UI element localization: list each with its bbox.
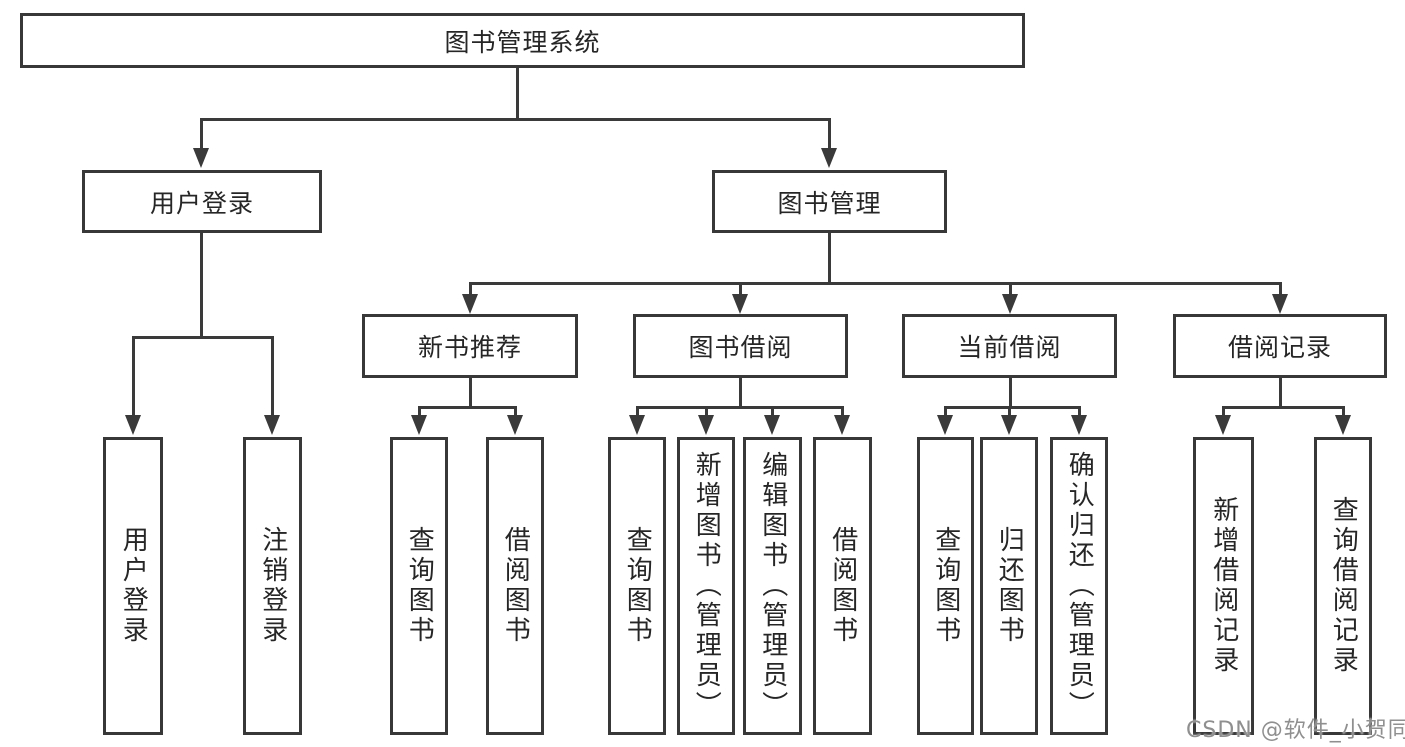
connector-shaft [1078,406,1081,419]
arrow-down-icon [834,415,850,435]
arrow-down-icon [1002,294,1018,314]
connector-drop [1279,378,1282,406]
leaf-query-borrow-record: 查询借阅记录 [1314,437,1372,735]
arrow-down-icon [629,415,645,435]
leaf-borrow-books: 借阅图书 [813,437,872,735]
connector-shaft [1342,406,1345,419]
leaf-query-books-borrow: 查询图书 [608,437,666,735]
connector-shaft [1222,406,1225,419]
arrow-down-icon [411,415,427,435]
connector-rail [636,406,844,409]
connector-shaft [200,118,203,152]
node-book-management-branch: 图书管理 [712,170,947,233]
connector-shaft [469,282,472,296]
arrow-down-icon [193,148,209,168]
node-borrow-records: 借阅记录 [1173,314,1387,378]
connector-shaft [841,406,844,419]
arrow-down-icon [264,415,280,435]
connector-shaft [944,406,947,419]
arrow-down-icon [1335,415,1351,435]
arrow-down-icon [507,415,523,435]
connector-shaft [1279,282,1282,296]
leaf-borrow-books-recommend: 借阅图书 [486,437,544,735]
arrow-down-icon [1215,415,1231,435]
leaf-edit-books-admin: 编辑图书（管理员） [743,437,802,735]
node-new-book-recommend: 新书推荐 [362,314,578,378]
connector-shaft [271,336,274,417]
connector-shaft [771,406,774,419]
connector-root-rail [200,118,830,121]
arrow-down-icon [937,415,953,435]
connector-root-drop [516,68,519,118]
leaf-query-books-recommend: 查询图书 [390,437,448,735]
connector-shaft [132,336,135,417]
connector-rail [418,406,516,409]
connector-shaft [418,406,421,419]
node-current-borrow: 当前借阅 [902,314,1117,378]
arrow-down-icon [821,148,837,168]
arrow-down-icon [462,294,478,314]
connector-user-login-rail [132,336,274,339]
connector-rail [944,406,1080,409]
connector-shaft [1008,406,1011,419]
leaf-add-books-admin: 新增图书（管理员） [677,437,735,735]
connector-shaft [828,118,831,152]
leaf-confirm-return-admin: 确认归还（管理员） [1050,437,1108,735]
arrow-down-icon [125,415,141,435]
leaf-logout: 注销登录 [243,437,302,735]
connector-drop [739,378,742,406]
connector-shaft [739,282,742,296]
connector-book-mgmt-rail [469,282,1281,285]
connector-book-mgmt-drop [828,233,831,282]
arrow-down-icon [698,415,714,435]
connector-rail [1222,406,1344,409]
connector-user-login-drop [200,233,203,336]
connector-shaft [514,406,517,419]
node-user-login-branch: 用户登录 [82,170,322,233]
connector-shaft [1009,282,1012,296]
connector-drop [1009,378,1012,406]
node-library-management-system: 图书管理系统 [20,13,1025,68]
leaf-user-login: 用户登录 [103,437,163,735]
connector-drop [469,378,472,406]
connector-shaft [636,406,639,419]
connector-shaft [705,406,708,419]
leaf-add-borrow-record: 新增借阅记录 [1193,437,1254,735]
node-book-borrow: 图书借阅 [633,314,848,378]
csdn-watermark: CSDN @软件_小贺同学 [1186,718,1405,743]
arrow-down-icon [764,415,780,435]
arrow-down-icon [1272,294,1288,314]
arrow-down-icon [1001,415,1017,435]
arrow-down-icon [1071,415,1087,435]
leaf-return-books: 归还图书 [980,437,1038,735]
leaf-query-books-current: 查询图书 [917,437,974,735]
arrow-down-icon [732,294,748,314]
